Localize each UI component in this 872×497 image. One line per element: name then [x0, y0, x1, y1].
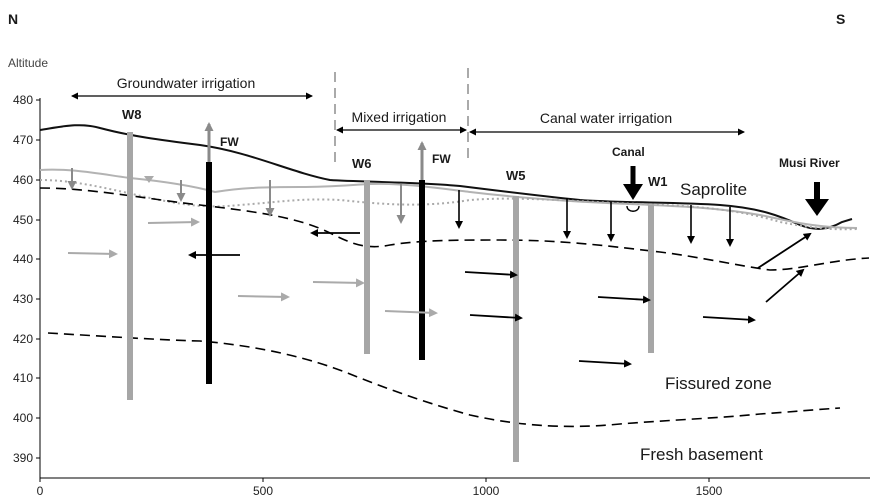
fresh-basement-label: Fresh basement [640, 445, 763, 464]
well-fw-right-casing [419, 180, 425, 360]
basement-boundary-line [47, 332, 841, 428]
x-tick-500: 500 [253, 484, 273, 497]
x-tick-1000: 1000 [473, 484, 500, 497]
lateral-flow-arrows-black [188, 229, 812, 368]
well-w5-label: W5 [506, 168, 526, 183]
fw-left-label: FW [220, 135, 239, 149]
recharge-arrows-gray [67, 168, 406, 224]
y-tick-410: 410 [13, 371, 33, 385]
well-w1-casing [648, 205, 654, 353]
ground-surface-line [39, 124, 853, 230]
x-tick-0: 0 [37, 484, 44, 497]
water-table-line [39, 168, 858, 229]
well-w8-casing [127, 132, 133, 400]
canal-irrigation-label: Canal water irrigation [540, 110, 672, 126]
y-tick-480: 480 [13, 93, 33, 107]
mixed-irrigation-label: Mixed irrigation [352, 109, 447, 125]
y-tick-430: 430 [13, 292, 33, 306]
well-w6-label: W6 [352, 156, 372, 171]
y-tick-400: 400 [13, 411, 33, 425]
well-fw-left-casing [206, 162, 212, 384]
saprolite-label: Saprolite [680, 180, 747, 199]
y-tick-390: 390 [13, 451, 33, 465]
y-tick-420: 420 [13, 332, 33, 346]
river-arrow-head [805, 199, 829, 216]
well-w8-label: W8 [122, 107, 142, 122]
south-label: S [836, 11, 845, 27]
y-tick-440: 440 [13, 252, 33, 266]
canal-label: Canal [612, 145, 645, 159]
well-w5-casing [513, 196, 519, 462]
fissured-zone-label: Fissured zone [665, 374, 772, 393]
canal-arrow-head [623, 184, 643, 200]
fw-right-label: FW [432, 152, 451, 166]
y-tick-labels: 480 470 460 450 440 430 420 410 400 390 [13, 93, 33, 465]
canal-channel [626, 205, 640, 212]
x-ticks [39, 478, 710, 482]
y-axis-label: Altitude [8, 56, 48, 70]
well-w6-casing [364, 180, 370, 354]
saprolite-boundary-line [39, 187, 870, 271]
water-table-dotted-line [39, 179, 858, 231]
y-tick-450: 450 [13, 213, 33, 227]
groundwater-irrigation-label: Groundwater irrigation [117, 75, 256, 91]
recharge-arrows-black [455, 190, 734, 247]
north-label: N [8, 11, 18, 27]
x-tick-1500: 1500 [696, 484, 723, 497]
lateral-flow-arrows-gray [67, 217, 438, 318]
well-w1-label: W1 [648, 174, 668, 189]
river-label: Musi River [779, 156, 840, 170]
y-tick-470: 470 [13, 133, 33, 147]
y-ticks [36, 99, 40, 459]
y-tick-460: 460 [13, 173, 33, 187]
